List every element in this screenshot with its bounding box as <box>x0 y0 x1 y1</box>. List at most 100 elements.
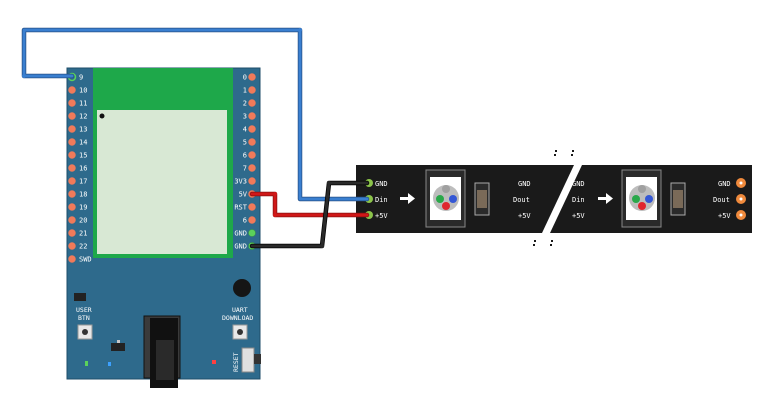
pin-label-left-2: 11 <box>79 100 87 108</box>
pin-label-left-10: 19 <box>79 204 87 212</box>
buzzer <box>233 279 251 297</box>
pin-pad-right-1[interactable] <box>248 86 256 94</box>
pin-pad-left-14[interactable] <box>68 255 76 263</box>
pin-pad-right-4[interactable] <box>248 125 256 133</box>
pin-label-right-3: 3 <box>243 113 247 121</box>
segment2-input-din: Din <box>572 196 585 204</box>
pin-label-right-8: 3V3 <box>234 178 247 186</box>
wire-end <box>320 244 324 248</box>
capacitor-2 <box>670 182 686 216</box>
pin-pad-left-2[interactable] <box>68 99 76 107</box>
pin-label-right-4: 4 <box>243 126 247 134</box>
uart-label-line2: DOWNLOAD <box>222 314 253 322</box>
pin-pad-right-12[interactable] <box>248 229 256 237</box>
reset-label: RESET <box>232 352 240 372</box>
pin-pad-right-0[interactable] <box>248 73 256 81</box>
segment1-input-5v: +5V <box>375 212 388 220</box>
pin-pad-left-3[interactable] <box>68 112 76 120</box>
pin-label-right-7: 7 <box>243 165 247 173</box>
wire-end <box>22 74 26 78</box>
pin-pad-right-6[interactable] <box>248 151 256 159</box>
capacitor-1 <box>474 182 490 216</box>
wire-end <box>298 28 302 32</box>
wire-end <box>327 181 331 185</box>
arrow-right-icon <box>400 193 415 204</box>
pin-label-left-13: 22 <box>79 243 87 251</box>
rgb-led-1 <box>425 169 466 228</box>
led-blue <box>108 362 111 366</box>
pin-pad-left-12[interactable] <box>68 229 76 237</box>
pin-label-left-5: 14 <box>79 139 87 147</box>
pin-label-left-12: 21 <box>79 230 87 238</box>
pin-label-left-11: 20 <box>79 217 87 225</box>
user-btn-label-line2: BTN <box>78 314 90 322</box>
pin-pad-right-7[interactable] <box>248 164 256 172</box>
user-led-chip <box>74 293 86 301</box>
rgb-led-2 <box>621 169 662 228</box>
pin-pad-left-7[interactable] <box>68 164 76 172</box>
reset-switch-handle[interactable] <box>254 354 261 364</box>
uart-label-line1: UART <box>232 306 248 314</box>
pin-label-left-3: 12 <box>79 113 87 121</box>
pin-label-right-1: 1 <box>243 87 247 95</box>
pin-pad-right-5[interactable] <box>248 138 256 146</box>
pin-label-left-8: 17 <box>79 178 87 186</box>
pin-label-left-6: 15 <box>79 152 87 160</box>
pin-label-left-14: SWD <box>79 256 92 264</box>
pin1-marker <box>99 113 105 119</box>
wires <box>21 27 370 249</box>
wire-end <box>273 213 277 217</box>
pin-pad-left-10[interactable] <box>68 203 76 211</box>
pin-pad-right-2[interactable] <box>248 99 256 107</box>
pin-label-right-9: 5V <box>239 191 248 199</box>
user-btn-label-line1: USER <box>76 306 92 314</box>
pin-label-right-2: 2 <box>243 100 247 108</box>
pin-label-left-7: 16 <box>79 165 87 173</box>
pin-label-right-10: RST <box>234 204 247 212</box>
rf-shield <box>97 110 227 254</box>
pin-pad-left-13[interactable] <box>68 242 76 250</box>
pin-pad-left-8[interactable] <box>68 177 76 185</box>
pin-label-left-4: 13 <box>79 126 87 134</box>
segment1-output-dout: Dout <box>513 196 530 204</box>
pin-label-right-0: 0 <box>243 74 247 82</box>
ground-wire <box>250 181 369 248</box>
segment2-input-gnd: GND <box>572 180 585 188</box>
pin-label-left-1: 10 <box>79 87 87 95</box>
segment2-output-dout: Dout <box>713 196 730 204</box>
pin-pad-left-4[interactable] <box>68 125 76 133</box>
pin-pad-left-5[interactable] <box>68 138 76 146</box>
led-green <box>85 361 88 366</box>
pin-pad-right-11[interactable] <box>248 216 256 224</box>
pin-pad-right-8[interactable] <box>248 177 256 185</box>
data-wire <box>22 28 369 201</box>
cut-mark-bottom <box>533 240 553 246</box>
uart-download-button-cap[interactable] <box>237 329 243 335</box>
led-red <box>212 360 216 364</box>
led-strip: GND Din +5V GND Dout +5V GND Din +5V <box>356 150 752 246</box>
segment2-output-pads <box>736 178 746 220</box>
segment1-input-din: Din <box>375 196 388 204</box>
pin-pad-left-11[interactable] <box>68 216 76 224</box>
pin-pad-left-9[interactable] <box>68 190 76 198</box>
segment1-input-gnd: GND <box>375 180 388 188</box>
antenna-area <box>93 68 233 112</box>
pin-pad-right-10[interactable] <box>248 203 256 211</box>
cut-mark-top <box>554 150 574 156</box>
user-button-cap[interactable] <box>82 329 88 335</box>
reset-switch[interactable] <box>241 347 255 373</box>
segment2-input-5v: +5V <box>572 212 585 220</box>
pin-label-left-0: 9 <box>79 74 83 82</box>
segment2-output-gnd: GND <box>718 180 731 188</box>
pin-pad-left-1[interactable] <box>68 86 76 94</box>
pin-pad-right-3[interactable] <box>248 112 256 120</box>
segment1-output-5v: +5V <box>518 212 531 220</box>
pin-label-right-11: 6 <box>243 217 247 225</box>
pin-label-right-6: 6 <box>243 152 247 160</box>
pin-pad-left-6[interactable] <box>68 151 76 159</box>
power-wire <box>250 192 369 217</box>
segment2-output-5v: +5V <box>718 212 731 220</box>
